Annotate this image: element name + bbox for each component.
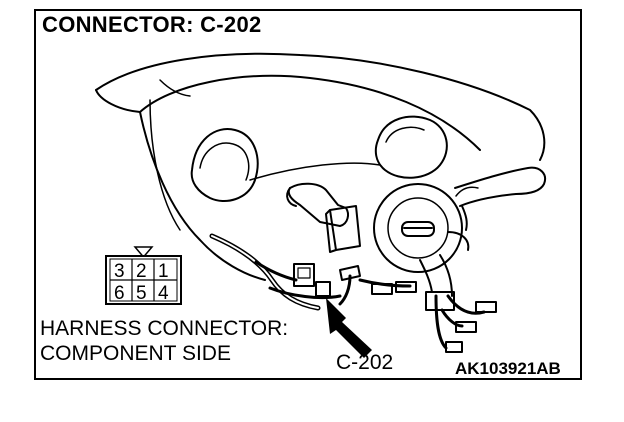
connector-face: 3 2 1 6 5 4: [105, 246, 182, 305]
callout-arrow: [326, 298, 372, 358]
pin-4: 4: [158, 283, 169, 304]
pin-1: 1: [158, 261, 169, 282]
left-stalk: [287, 182, 349, 227]
harness-connector-label: HARNESS CONNECTOR: COMPONENT SIDE: [40, 316, 288, 366]
page-title: CONNECTOR: C-202: [42, 12, 262, 37]
right-gauge-hood: [374, 115, 448, 179]
diagram-frame: [34, 9, 582, 380]
connector-key-tab: [133, 246, 154, 259]
clockspring: [373, 183, 463, 273]
pin-6: 6: [114, 283, 125, 304]
pin-3: 3: [114, 261, 125, 282]
right-stalk: [454, 166, 546, 207]
figure-code: AK103921AB: [455, 359, 561, 378]
dashboard-outline: [95, 52, 546, 161]
harness-label-line1: HARNESS CONNECTOR:: [40, 317, 289, 340]
pin-5: 5: [136, 283, 147, 304]
column-block: [329, 205, 361, 251]
left-gauge-hood: [190, 128, 259, 202]
connector-c202-part: [315, 281, 331, 297]
connector-callout-label: C-202: [336, 351, 394, 374]
pin-2: 2: [136, 261, 147, 282]
harness-label-line2: COMPONENT SIDE: [40, 342, 231, 365]
connector-block-a: [293, 263, 315, 287]
